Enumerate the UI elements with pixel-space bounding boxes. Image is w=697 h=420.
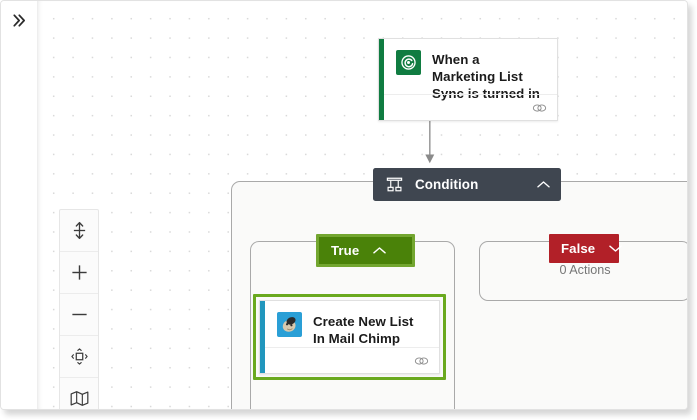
fit-to-screen-icon [72, 221, 87, 240]
chevron-double-right-icon [11, 12, 28, 29]
chevron-down-icon[interactable] [609, 244, 623, 253]
expand-panel-button[interactable] [8, 9, 30, 31]
action-accent-bar [260, 301, 265, 373]
trigger-card-footer [384, 94, 557, 120]
reset-view-button[interactable] [60, 336, 98, 378]
plus-icon [70, 263, 89, 282]
zoom-in-button[interactable] [60, 252, 98, 294]
action-selection-ring [253, 294, 446, 380]
condition-branch-icon [386, 177, 403, 192]
left-rail [1, 1, 37, 409]
chevron-up-icon[interactable] [537, 180, 550, 189]
reset-view-icon [70, 347, 89, 366]
dynamics-marketing-icon [396, 50, 421, 75]
false-branch-label: False [561, 241, 596, 256]
minus-icon [70, 305, 89, 324]
minimap-button[interactable] [60, 378, 98, 409]
mailchimp-icon [277, 312, 302, 337]
false-branch-pill[interactable]: False [549, 234, 623, 263]
condition-label: Condition [415, 177, 479, 192]
arrowhead-trigger-to-condition [425, 154, 435, 164]
trigger-accent-bar [379, 39, 384, 120]
true-branch-label: True [331, 243, 360, 258]
flow-canvas[interactable]: When a Marketing List Sync is turned in [37, 1, 687, 409]
zoom-out-button[interactable] [60, 294, 98, 336]
zoom-toolbar [59, 209, 99, 409]
condition-node[interactable]: Condition [373, 168, 561, 201]
mailchimp-action-card[interactable]: Create New List In Mail Chimp [259, 300, 440, 374]
true-branch-pill[interactable]: True [316, 234, 415, 267]
map-icon [70, 390, 89, 407]
action-title: Create New List In Mail Chimp [313, 314, 414, 346]
flow-designer-window: When a Marketing List Sync is turned in [0, 0, 688, 410]
action-card-footer [265, 347, 439, 373]
fit-to-screen-button[interactable] [60, 210, 98, 252]
chevron-up-icon[interactable] [373, 246, 387, 255]
false-branch-actions-summary: 0 Actions [559, 263, 611, 277]
link-icon[interactable] [414, 355, 429, 367]
trigger-title: When a Marketing List Sync is turned in [432, 52, 540, 101]
trigger-card[interactable]: When a Marketing List Sync is turned in [378, 38, 558, 121]
link-icon[interactable] [532, 102, 547, 114]
